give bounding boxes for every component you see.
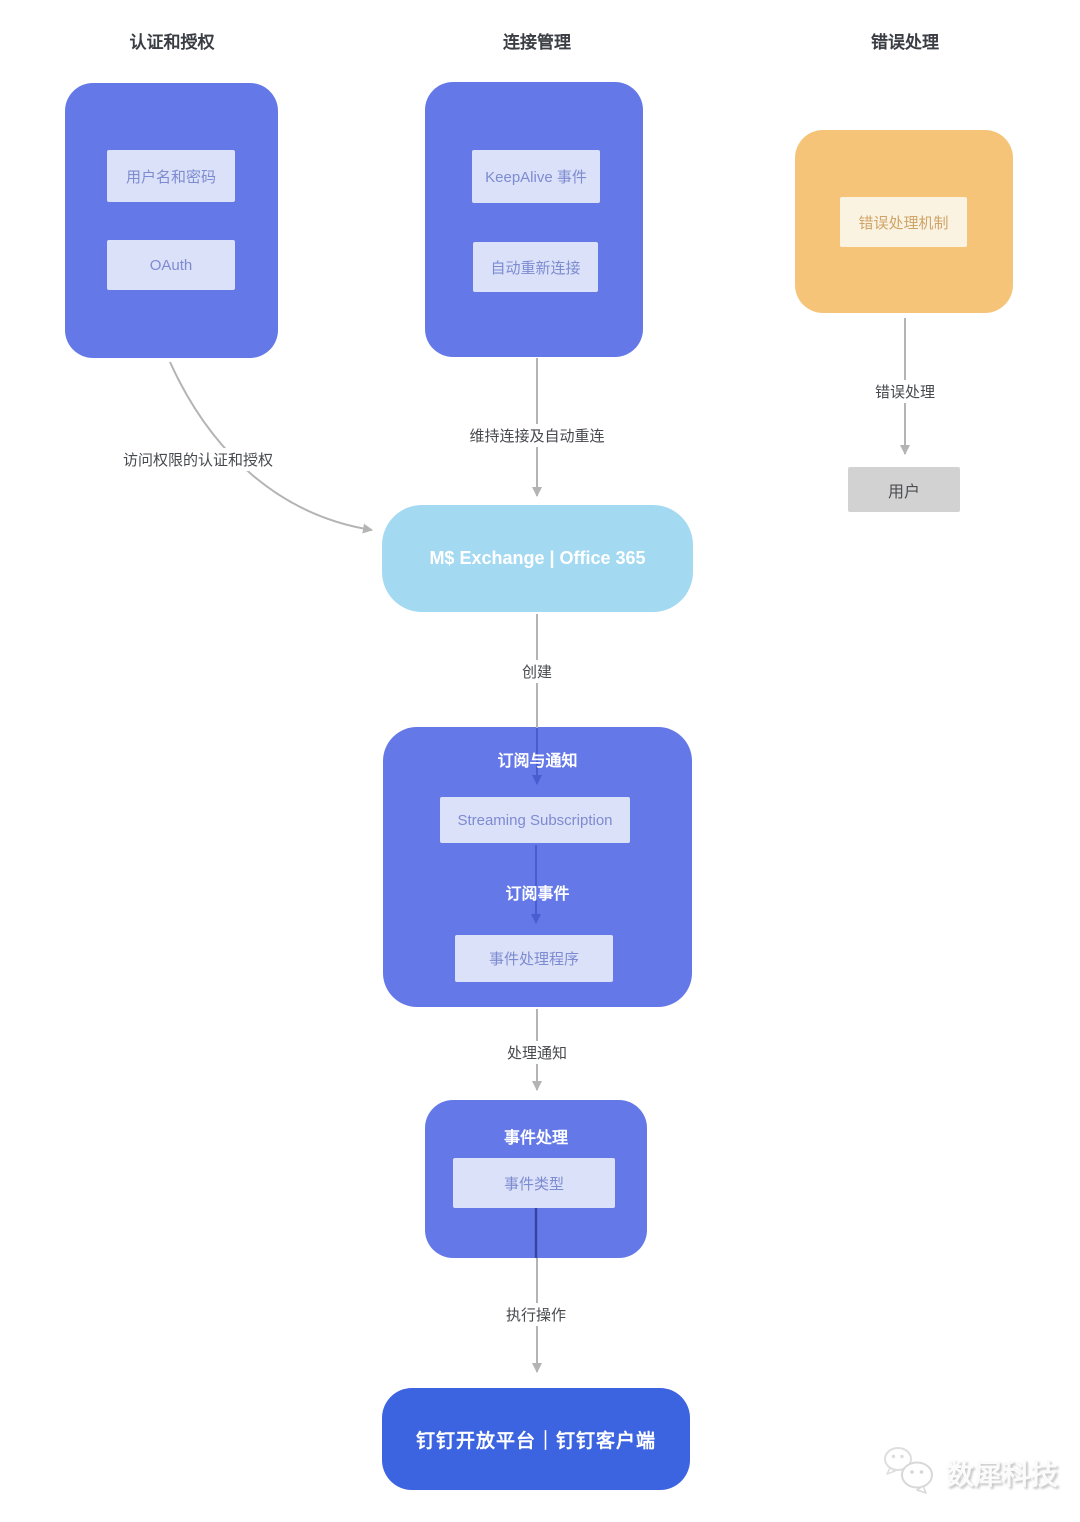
node-event-type: 事件类型 xyxy=(453,1158,615,1208)
edge-auth-to-exchange xyxy=(169,361,373,534)
subscribe-notify-title: 订阅与通知 xyxy=(497,753,578,770)
column-header-error: 错误处理 xyxy=(871,33,939,52)
edge-label-auth-to-exchange: 访问权限的认证和授权 xyxy=(118,448,279,471)
node-streaming-subscription: Streaming Subscription xyxy=(440,797,630,843)
node-dingtalk-platform-client: 钉钉开放平台｜钉钉客户端 xyxy=(382,1388,690,1490)
event-handling-group-box: 事件处理 事件类型 xyxy=(425,1100,647,1258)
edge-label-create: 创建 xyxy=(516,660,558,683)
node-event-handler-program: 事件处理程序 xyxy=(455,935,613,982)
column-header-auth: 认证和授权 xyxy=(129,33,215,52)
chat-bubbles-icon xyxy=(882,1444,938,1501)
error-group-box: 错误处理机制 xyxy=(795,130,1013,313)
node-oauth: OAuth xyxy=(107,240,235,290)
edge-label-conn-to-exchange: 维持连接及自动重连 xyxy=(464,424,610,447)
subscribe-event-label: 订阅事件 xyxy=(505,886,570,903)
edge-label-error-to-user: 错误处理 xyxy=(869,380,941,403)
subscribe-notify-group-box: 订阅与通知 Streaming Subscription 订阅事件 事件处理程序 xyxy=(383,727,692,1007)
column-header-connection: 连接管理 xyxy=(503,33,571,52)
edge-label-execute-action: 执行操作 xyxy=(500,1303,572,1326)
node-username-password: 用户名和密码 xyxy=(107,150,235,202)
node-user: 用户 xyxy=(848,467,960,512)
node-ms-exchange-office365: M$ Exchange | Office 365 xyxy=(382,505,693,612)
node-auto-reconnect: 自动重新连接 xyxy=(473,242,598,292)
watermark-brand-text: 数犀科技 xyxy=(946,1458,1059,1490)
node-error-handling-mechanism: 错误处理机制 xyxy=(840,197,967,247)
edge-label-process-notification: 处理通知 xyxy=(501,1041,573,1064)
watermark: 数犀科技 xyxy=(882,1444,1058,1501)
auth-group-box: 用户名和密码 OAuth xyxy=(65,83,278,358)
event-handling-title: 事件处理 xyxy=(503,1130,568,1147)
connection-group-box: KeepAlive 事件 自动重新连接 xyxy=(425,82,643,357)
node-keepalive-event: KeepAlive 事件 xyxy=(472,150,600,203)
